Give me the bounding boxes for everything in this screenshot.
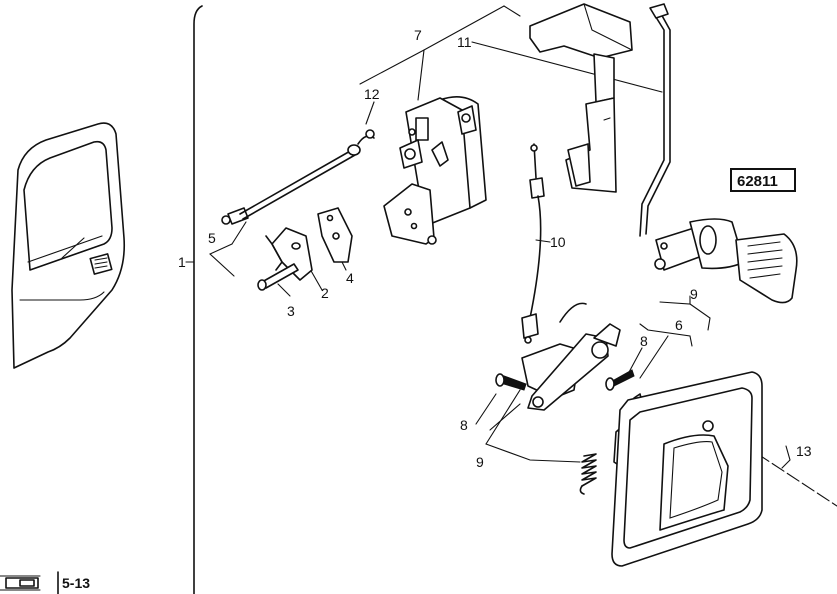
reference-code-label: 62811 xyxy=(737,173,778,190)
handle-bezel-13 xyxy=(611,371,763,567)
callout-8-right: 8 xyxy=(640,333,648,349)
callout-4: 4 xyxy=(346,270,354,286)
callout-9-bottom: 9 xyxy=(476,454,484,470)
callout-12: 12 xyxy=(364,86,380,102)
connecting-rod xyxy=(639,3,671,237)
callout-13: 13 xyxy=(796,443,812,459)
assembly-bracket xyxy=(193,5,203,594)
callout-11: 11 xyxy=(457,34,472,50)
callout-2: 2 xyxy=(321,285,329,301)
reference-code-box: 62811 xyxy=(730,168,796,192)
callout-1: 1 xyxy=(178,254,186,270)
lever-assembly xyxy=(521,302,621,411)
screw-8-left xyxy=(495,373,527,391)
page-reference: 5-13 xyxy=(0,571,90,594)
cab-door-overview xyxy=(11,122,126,369)
callout-10: 10 xyxy=(550,234,566,250)
rod-12 xyxy=(221,129,375,225)
cable-10 xyxy=(521,143,545,344)
callout-6: 6 xyxy=(675,317,683,333)
callout-5: 5 xyxy=(208,230,216,246)
part-11-housing xyxy=(529,3,633,193)
callout-8-left: 8 xyxy=(460,417,468,433)
spring-9 xyxy=(579,453,597,495)
part-3-bolt xyxy=(257,263,299,291)
callout-7: 7 xyxy=(414,27,422,43)
lock-cylinder-62811 xyxy=(654,218,798,304)
page-ref-label: 5-13 xyxy=(62,575,90,591)
callout-labels: 2 3 4 5 6 7 8 8 9 9 10 11 12 13 xyxy=(208,27,812,470)
part-4-plate xyxy=(317,207,353,263)
callout-9-top: 9 xyxy=(690,286,698,302)
part-7-lock-assembly xyxy=(383,96,487,245)
callout-3: 3 xyxy=(287,303,295,319)
part-2-bracket xyxy=(265,227,313,281)
